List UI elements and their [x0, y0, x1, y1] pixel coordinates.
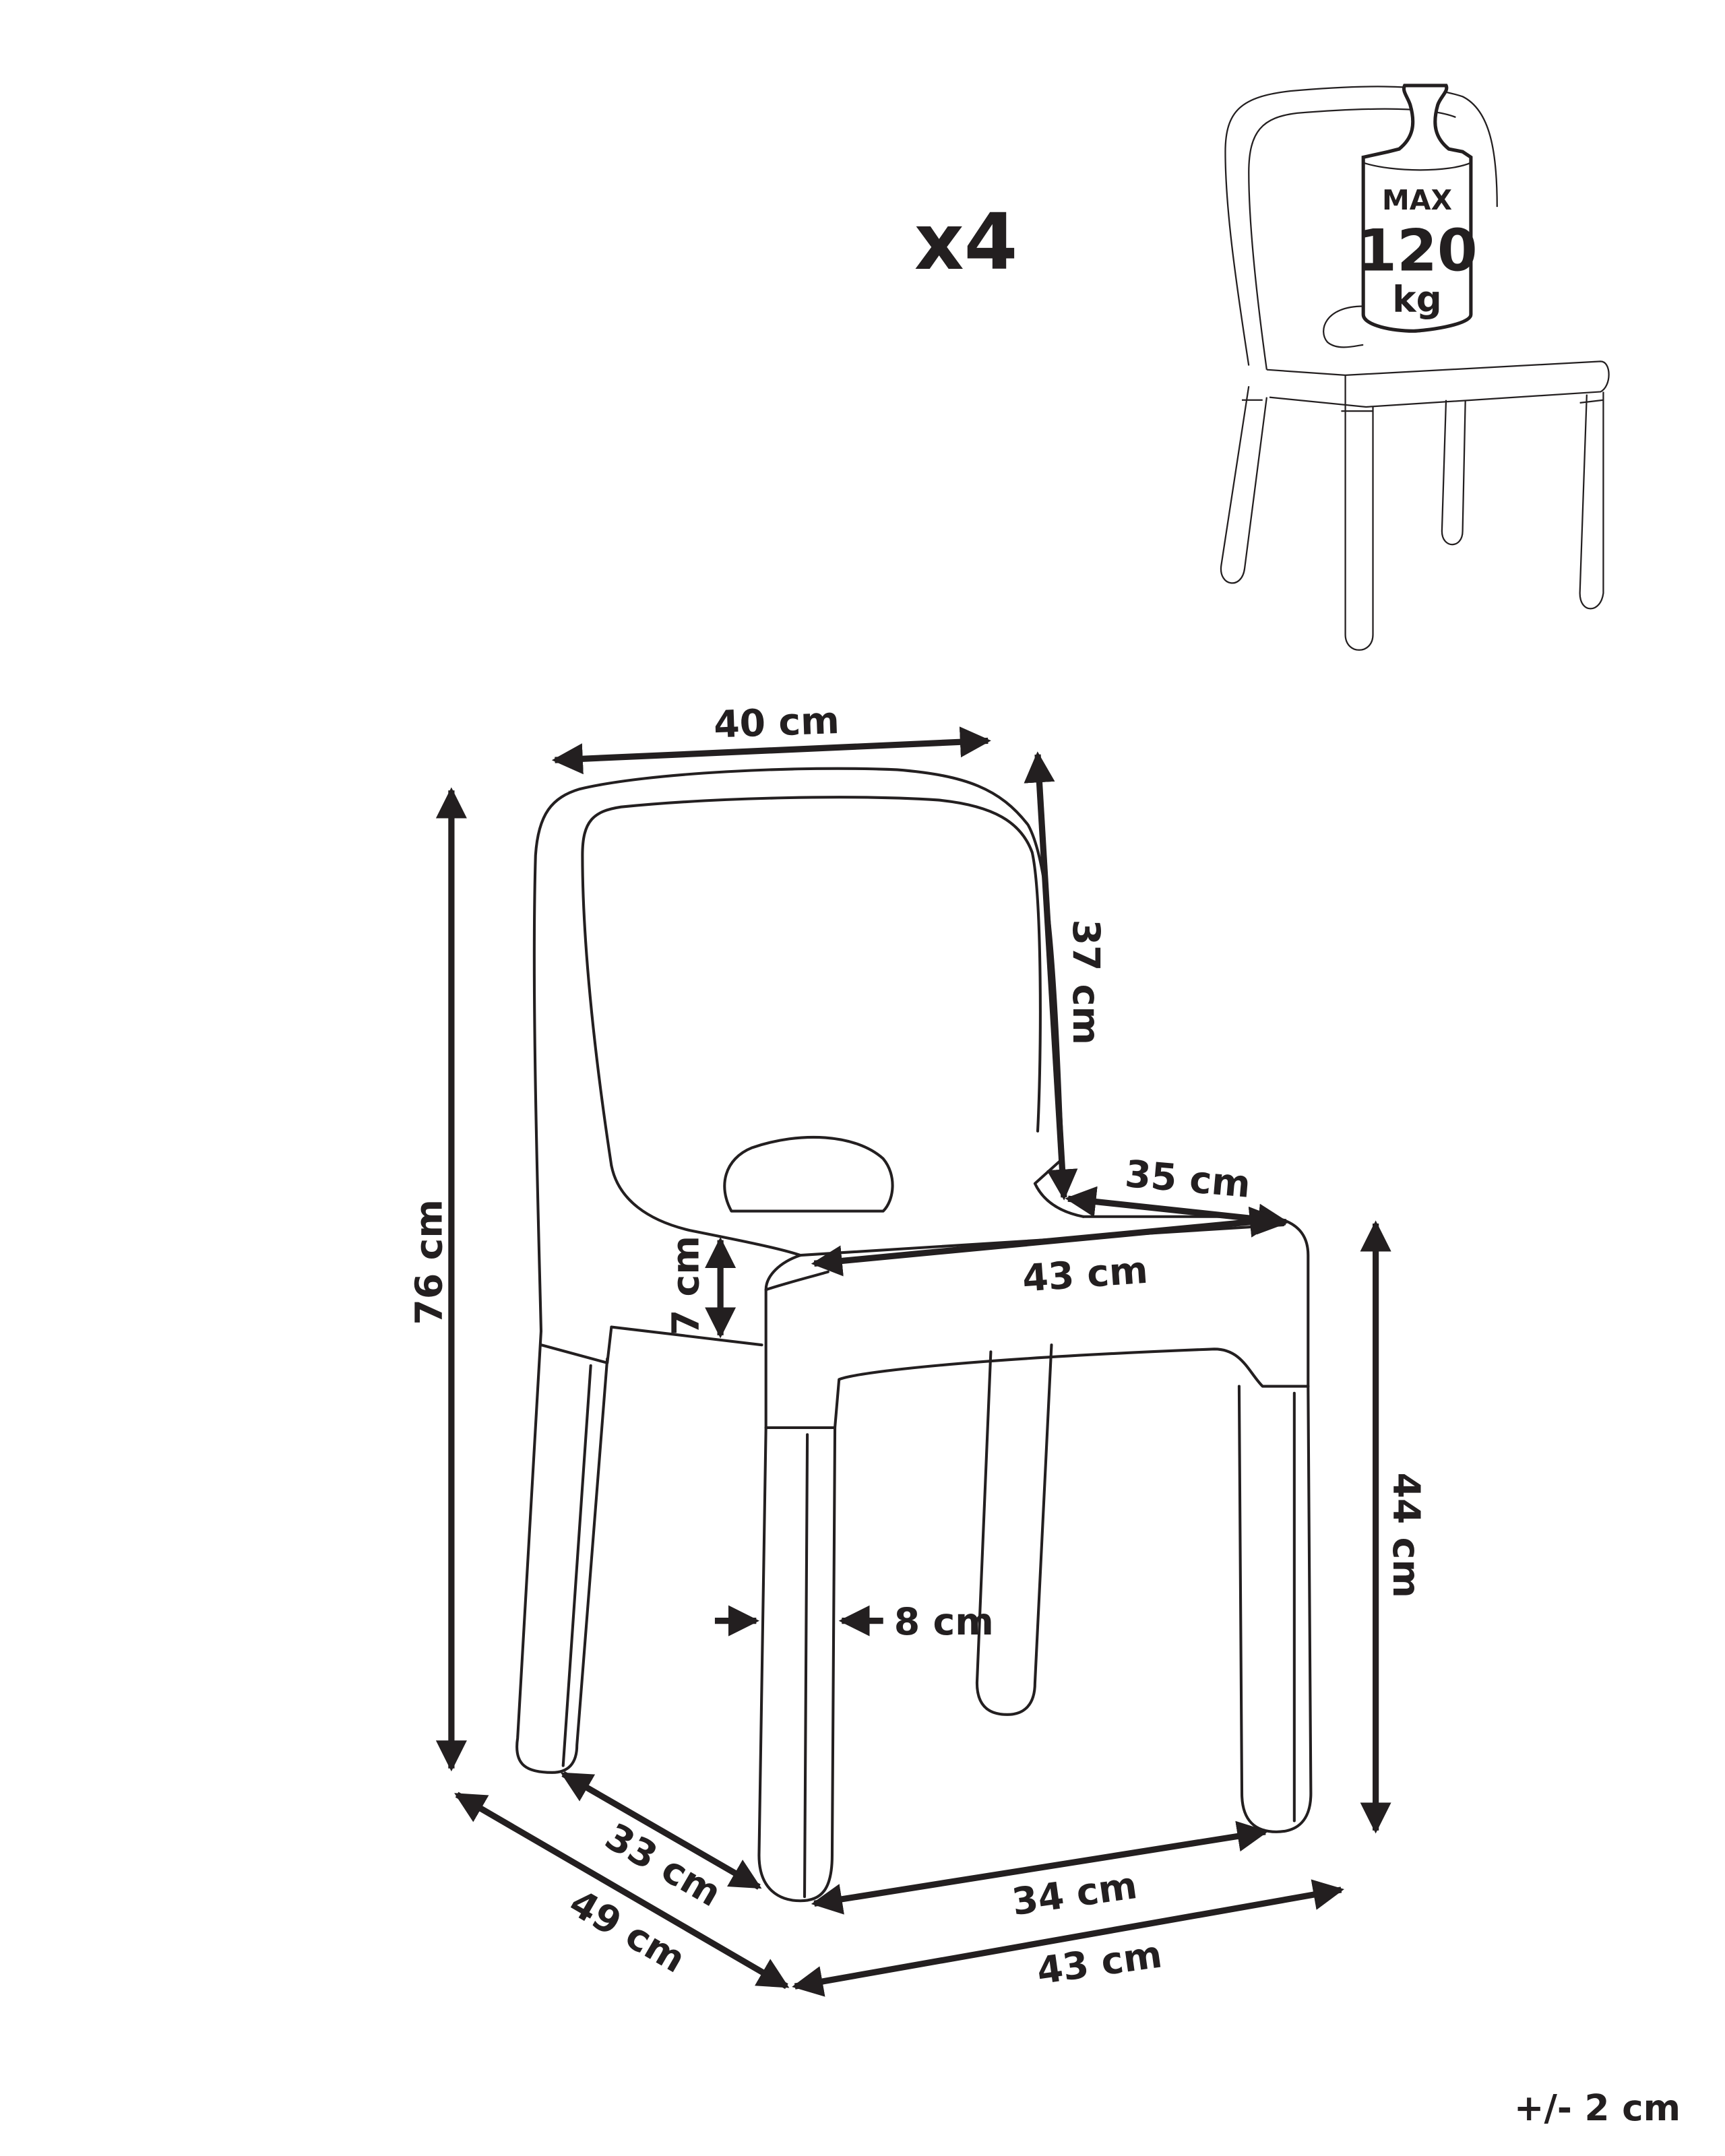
dim-total-width	[792, 1879, 1344, 1997]
label-backrest-width: 40 cm	[713, 699, 840, 747]
label-seat-thickness: 7 cm	[664, 1236, 708, 1335]
dim-total-depth	[454, 1792, 790, 1990]
chair-outline	[515, 767, 1313, 1903]
weight-unit: kg	[1392, 279, 1442, 321]
label-total-height: 76 cm	[408, 1199, 451, 1325]
small-chair-illustration	[1220, 86, 1610, 651]
label-backrest-height: 37 cm	[1064, 919, 1107, 1045]
dim-backrest-height	[1024, 751, 1078, 1201]
weight-icon: MAX 120 kg	[1356, 84, 1478, 333]
label-leg-width: 8 cm	[894, 1601, 994, 1644]
dim-seat-width	[811, 1206, 1281, 1277]
max-weight-value: 120	[1356, 217, 1477, 284]
dim-backrest-width	[551, 726, 991, 775]
dimension-lines	[435, 726, 1391, 1997]
label-seat-width: 43 cm	[1021, 1249, 1150, 1301]
tolerance-note: +/- 2 cm	[1514, 2087, 1681, 2129]
max-label: MAX	[1382, 184, 1452, 216]
label-inner-width: 34 cm	[1009, 1864, 1140, 1924]
label-seat-depth: 35 cm	[1123, 1153, 1252, 1207]
label-seat-height: 44 cm	[1384, 1472, 1427, 1598]
quantity-label: x4	[914, 198, 1018, 288]
